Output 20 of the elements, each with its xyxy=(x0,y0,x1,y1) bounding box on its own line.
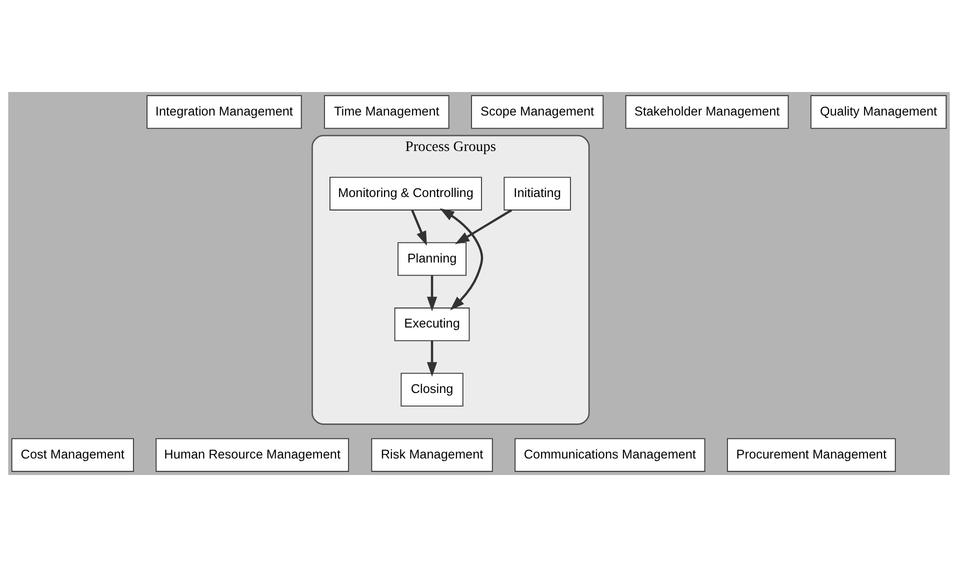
arrow xyxy=(426,276,438,312)
node-box: Communications Management xyxy=(514,438,706,472)
node-box: Procurement Management xyxy=(727,438,896,472)
node-box: Risk Management xyxy=(371,438,493,472)
arrow xyxy=(411,210,427,246)
node-box: Executing xyxy=(394,308,470,342)
node-box: Planning xyxy=(398,242,467,276)
node-box: Quality Management xyxy=(810,95,947,129)
node-box: Closing xyxy=(400,372,464,406)
node-box: Initiating xyxy=(504,176,571,210)
node-box: Human Resource Management xyxy=(156,438,349,472)
node-box: Monitoring & Controlling xyxy=(329,176,482,210)
node-box: Integration Management xyxy=(146,95,302,129)
node-box: Scope Management xyxy=(471,95,604,129)
node-box: Time Management xyxy=(324,95,450,129)
arrow xyxy=(454,209,512,244)
arrow xyxy=(440,208,484,310)
node-box: Stakeholder Management xyxy=(625,95,789,129)
node-box: Cost Management xyxy=(11,438,134,472)
arrow xyxy=(426,340,438,377)
